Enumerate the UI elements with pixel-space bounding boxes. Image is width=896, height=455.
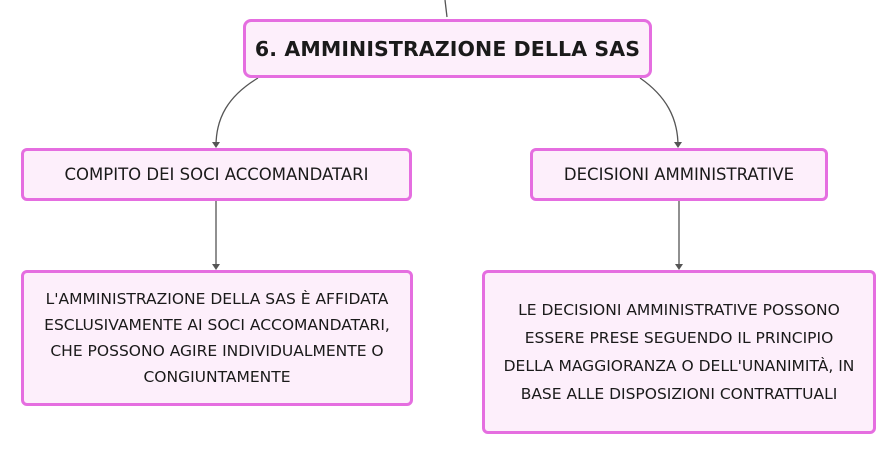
detail-line: LE DECISIONI AMMINISTRATIVE POSSONO (518, 301, 840, 319)
detail-line: DELLA MAGGIORANZA O DELL'UNANIMITÀ, IN (503, 357, 855, 375)
detail-line: BASE ALLE DISPOSIZIONI CONTRATTUALI (520, 385, 838, 403)
arrowhead-right-branch (674, 142, 682, 148)
branch-label-decisioni: DECISIONI AMMINISTRATIVE (563, 165, 795, 184)
detail-node-decisioni[interactable]: LE DECISIONI AMMINISTRATIVE POSSONO ESSE… (482, 270, 876, 434)
arrowhead-left-detail (212, 264, 220, 270)
arrowhead-left-branch (212, 142, 220, 148)
branch-label-compito-soci: COMPITO DEI SOCI ACCOMANDATARI (64, 165, 369, 184)
branch-node-decisioni[interactable]: DECISIONI AMMINISTRATIVE (530, 148, 828, 201)
root-topic-label: 6. AMMINISTRAZIONE DELLA SAS (254, 36, 641, 61)
arrowhead-right-detail (675, 264, 683, 270)
connector-root-to-left-branch (215, 77, 259, 147)
detail-node-compito-soci[interactable]: L'AMMINISTRAZIONE DELLA SAS È AFFIDATA E… (21, 270, 413, 406)
detail-line: CONGIUNTAMENTE (143, 368, 291, 386)
detail-text-decisioni: LE DECISIONI AMMINISTRATIVE POSSONO ESSE… (504, 296, 855, 408)
detail-line: CHE POSSONO AGIRE INDIVIDUALMENTE O (50, 342, 384, 360)
detail-line: L'AMMINISTRAZIONE DELLA SAS È AFFIDATA (45, 290, 389, 308)
detail-text-compito-soci: L'AMMINISTRAZIONE DELLA SAS È AFFIDATA E… (44, 286, 390, 390)
detail-line: ESCLUSIVAMENTE AI SOCI ACCOMANDATARI, (44, 316, 390, 334)
connector-root-to-right-branch (639, 77, 679, 147)
root-topic-node[interactable]: 6. AMMINISTRAZIONE DELLA SAS (243, 19, 652, 78)
branch-node-compito-soci[interactable]: COMPITO DEI SOCI ACCOMANDATARI (21, 148, 412, 201)
detail-line: ESSERE PRESE SEGUENDO IL PRINCIPIO (524, 329, 834, 347)
incoming-connector (444, 0, 448, 18)
